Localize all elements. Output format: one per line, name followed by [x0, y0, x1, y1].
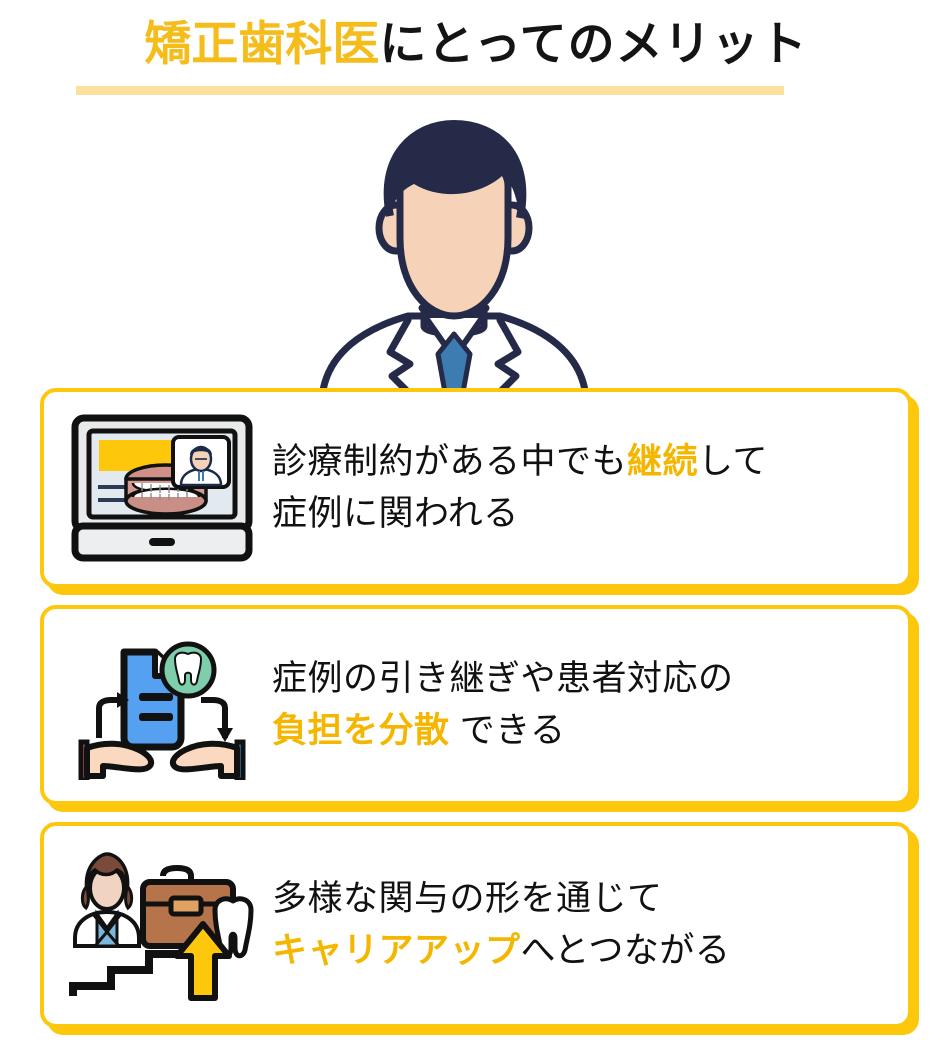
- male-dentist-avatar-icon: [304, 120, 604, 398]
- highlighted-keyword: キャリアアップ: [272, 931, 521, 970]
- text-segment: 症例に関われる: [272, 494, 519, 533]
- benefit-card-list: 診療制約がある中でも継続して 症例に関われる: [0, 388, 952, 1045]
- career-stairs-briefcase-icon: [64, 845, 260, 1005]
- document-handoff-hands-icon: [64, 625, 260, 785]
- title-underline-bar: [76, 86, 784, 95]
- benefit-card-1-line-1: 診療制約がある中でも継続して: [272, 436, 890, 488]
- laptop-teleconsultation-icon: [64, 408, 260, 568]
- text-segment: へとつながる: [520, 931, 731, 970]
- benefit-card-3-text: 多様な関与の形を通じて キャリアアップへとつながる: [260, 873, 890, 977]
- page-title-rest: にとってのメリット: [379, 17, 808, 70]
- page-title-highlight: 矯正歯科医: [144, 17, 380, 70]
- benefit-card-3-line-2: キャリアアップへとつながる: [272, 925, 890, 977]
- text-segment: して: [698, 442, 768, 482]
- benefit-card-1-line-2: 症例に関われる: [272, 488, 890, 540]
- text-segment: できる: [449, 711, 566, 750]
- highlighted-keyword: 継続: [627, 442, 699, 482]
- page-header: 矯正歯科医にとってのメリット: [0, 0, 952, 110]
- benefit-card-2-line-2: 負担を分散 できる: [272, 705, 890, 757]
- page-title: 矯正歯科医にとってのメリット: [0, 8, 952, 80]
- benefit-card-2[interactable]: 症例の引き継ぎや患者対応の 負担を分散 できる: [40, 605, 912, 805]
- benefit-card-1[interactable]: 診療制約がある中でも継続して 症例に関われる: [40, 388, 912, 588]
- benefit-card-2-text: 症例の引き継ぎや患者対応の 負担を分散 できる: [260, 653, 890, 757]
- benefit-card-1-text: 診療制約がある中でも継続して 症例に関われる: [260, 436, 890, 540]
- text-segment: 多様な関与の形を通じて: [272, 879, 663, 919]
- benefit-card-3-line-1: 多様な関与の形を通じて: [272, 873, 890, 925]
- benefit-card-3[interactable]: 多様な関与の形を通じて キャリアアップへとつながる: [40, 822, 912, 1028]
- text-segment: 症例の引き継ぎや患者対応の: [272, 659, 734, 699]
- highlighted-keyword: 負担を分散: [272, 711, 450, 750]
- text-segment: 診療制約がある中でも: [272, 442, 628, 482]
- benefit-card-2-line-1: 症例の引き継ぎや患者対応の: [272, 653, 890, 705]
